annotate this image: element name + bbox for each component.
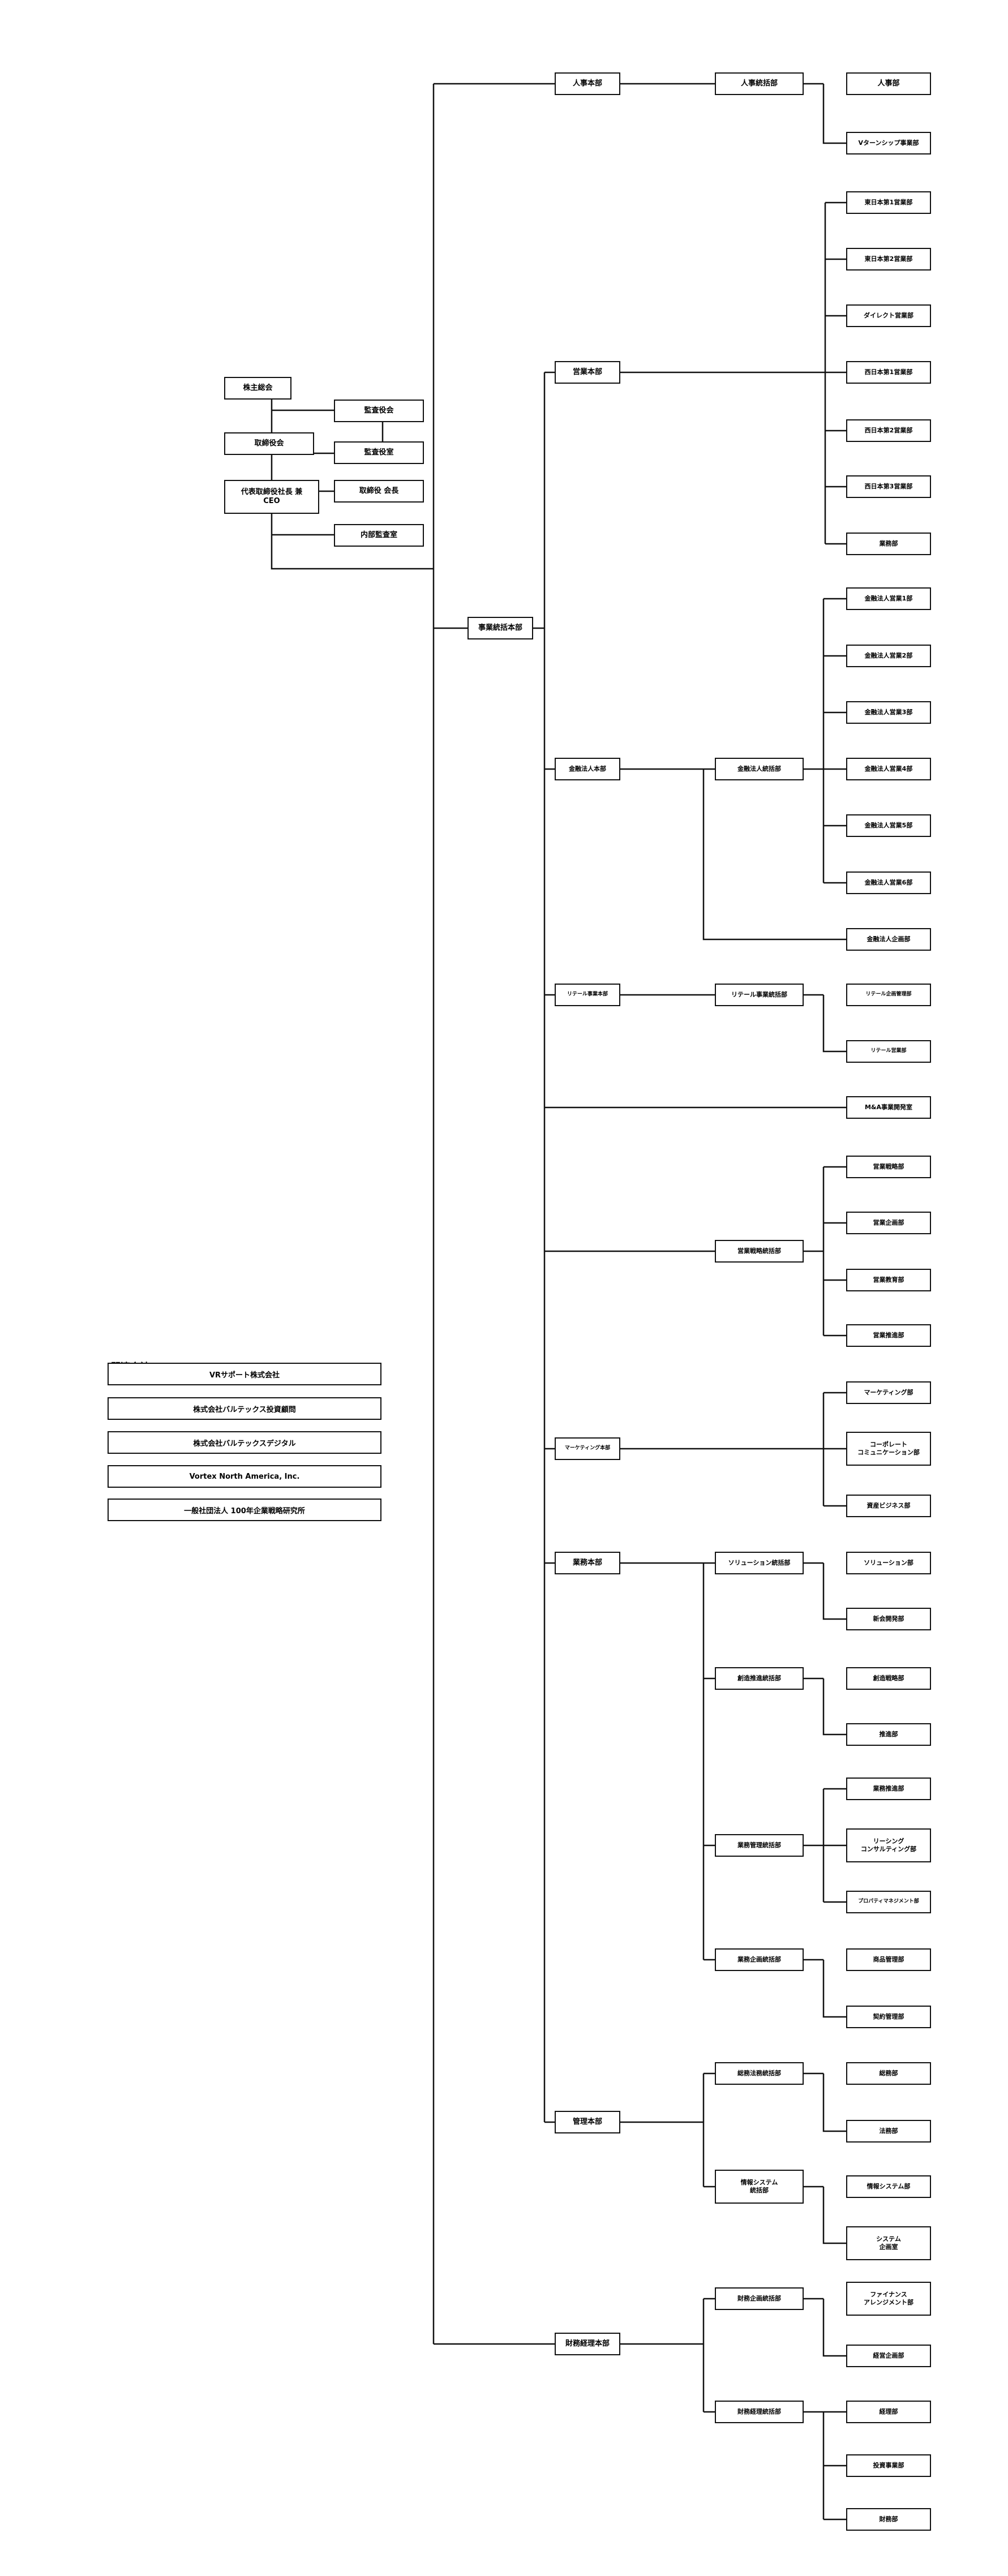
sales-division-box: 営業本部 <box>555 361 620 384</box>
strategy-unit-box: 営業戦略部 <box>846 1156 931 1178</box>
strategy-dept-box: 営業戦略統括部 <box>715 1240 804 1263</box>
planning-unit-box: 契約管理部 <box>846 2006 931 2028</box>
general-legal-unit-box: 総務部 <box>846 2062 931 2085</box>
strategy-unit-box: 営業推進部 <box>846 1324 931 1347</box>
related-company-box: Vortex North America, Inc. <box>108 1465 381 1488</box>
audit-board-box: 監査役会 <box>334 400 424 422</box>
hr-dept-box: 人事統括部 <box>715 72 804 95</box>
board-of-directors-box: 取締役会 <box>224 432 314 455</box>
financial-corp-planning-box: 金融法人企画部 <box>846 928 931 951</box>
sales-unit-box: 業務部 <box>846 533 931 555</box>
creation-unit-box: 推進部 <box>846 1723 931 1746</box>
sales-unit-box: 東日本第1営業部 <box>846 191 931 214</box>
finance-planning-dept-box: 財務企画統括部 <box>715 2287 804 2310</box>
planning-dept-box: 業務企画統括部 <box>715 1948 804 1971</box>
general-legal-dept-box: 総務法務統括部 <box>715 2062 804 2085</box>
retail-unit-box: リテール営業部 <box>846 1040 931 1063</box>
management-division-box: 管理本部 <box>555 2111 620 2133</box>
finance-accounting-unit-box: 投資事業部 <box>846 2454 931 2477</box>
retail-dept-box: リテール事業統括部 <box>715 984 804 1006</box>
financial-corp-unit-box: 金融法人営業6部 <box>846 871 931 894</box>
finance-accounting-unit-box: 財務部 <box>846 2508 931 2531</box>
finance-planning-unit-box: ファイナンス アレンジメント部 <box>846 2282 931 2316</box>
marketing-unit-box: コーポレート コミュニケーション部 <box>846 1432 931 1466</box>
business-mgmt-unit-box: リーシング コンサルティング部 <box>846 1828 931 1862</box>
financial-corp-unit-box: 金融法人営業2部 <box>846 645 931 667</box>
retail-unit-box: リテール企画管理部 <box>846 984 931 1006</box>
solution-unit-box: ソリューション部 <box>846 1552 931 1574</box>
finance-division-box: 財務経理本部 <box>555 2333 620 2355</box>
strategy-unit-box: 営業企画部 <box>846 1212 931 1234</box>
sales-unit-box: 西日本第3営業部 <box>846 475 931 498</box>
ma-office-box: M&A事業開発室 <box>846 1096 931 1119</box>
hr-division-box: 人事本部 <box>555 72 620 95</box>
sales-unit-box: 西日本第1営業部 <box>846 361 931 384</box>
related-company-box: VRサポート株式会社 <box>108 1363 381 1385</box>
financial-corp-unit-box: 金融法人営業3部 <box>846 701 931 724</box>
marketing-division-box: マーケティング本部 <box>555 1437 620 1460</box>
auditor-office-box: 監査役室 <box>334 441 424 464</box>
internal-audit-box: 内部監査室 <box>334 524 424 547</box>
creation-dept-box: 創造推進統括部 <box>715 1667 804 1690</box>
strategy-unit-box: 営業教育部 <box>846 1269 931 1291</box>
sales-unit-box: 東日本第2営業部 <box>846 248 931 271</box>
marketing-unit-box: 資産ビジネス部 <box>846 1495 931 1517</box>
ceo-box: 代表取締役社長 兼 CEO <box>224 480 319 514</box>
solution-dept-box: ソリューション統括部 <box>715 1552 804 1574</box>
business-mgmt-unit-box: 業務推進部 <box>846 1778 931 1800</box>
finance-accounting-dept-box: 財務経理統括部 <box>715 2401 804 2423</box>
info-systems-unit-box: システム 企画室 <box>846 2226 931 2260</box>
business-hq-box: 事業統括本部 <box>467 617 533 639</box>
related-company-box: 株式会社バルテックスデジタル <box>108 1431 381 1454</box>
chairman-box: 取締役 会長 <box>334 480 424 503</box>
related-company-box: 株式会社バルテックス投資顧問 <box>108 1397 381 1420</box>
hr-unit-box: 人事部 <box>846 72 931 95</box>
financial-corp-division-box: 金融法人本部 <box>555 758 620 780</box>
operations-division-box: 業務本部 <box>555 1552 620 1574</box>
info-systems-dept-box: 情報システム 統括部 <box>715 2170 804 2204</box>
financial-corp-unit-box: 金融法人営業4部 <box>846 758 931 780</box>
business-mgmt-unit-box: プロパティマネジメント部 <box>846 1891 931 1913</box>
marketing-unit-box: マーケティング部 <box>846 1381 931 1404</box>
sales-unit-box: 西日本第2営業部 <box>846 419 931 442</box>
finance-accounting-unit-box: 経理部 <box>846 2401 931 2423</box>
retail-division-box: リテール事業本部 <box>555 984 620 1006</box>
business-mgmt-dept-box: 業務管理統括部 <box>715 1834 804 1857</box>
related-company-box: 一般社団法人 100年企業戦略研究所 <box>108 1499 381 1521</box>
info-systems-unit-box: 情報システム部 <box>846 2175 931 2198</box>
shareholders-meeting-box: 株主総会 <box>224 377 291 400</box>
financial-corp-unit-box: 金融法人営業5部 <box>846 814 931 837</box>
general-legal-unit-box: 法務部 <box>846 2120 931 2143</box>
finance-planning-unit-box: 経営企画部 <box>846 2345 931 2367</box>
financial-corp-unit-box: 金融法人営業1部 <box>846 587 931 610</box>
solution-unit-box: 新会開発部 <box>846 1608 931 1630</box>
hr-unit-box: Vターンシップ事業部 <box>846 132 931 154</box>
sales-unit-box: ダイレクト営業部 <box>846 304 931 327</box>
planning-unit-box: 商品管理部 <box>846 1948 931 1971</box>
creation-unit-box: 創造戦略部 <box>846 1667 931 1690</box>
financial-corp-dept-box: 金融法人統括部 <box>715 758 804 780</box>
